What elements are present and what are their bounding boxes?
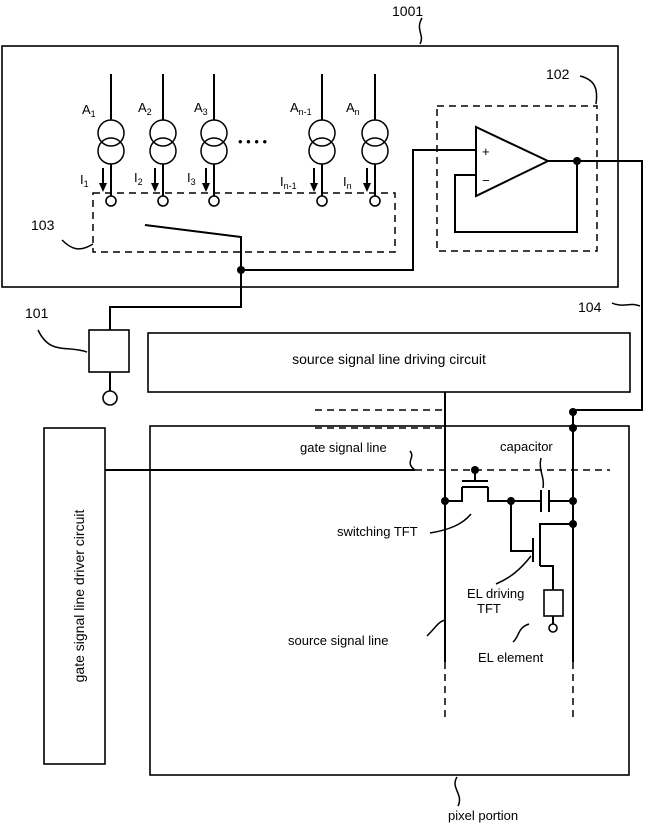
current-source-a2 xyxy=(150,74,176,206)
source-label-a2: A2 xyxy=(138,100,152,117)
source-label-a3: A3 xyxy=(194,100,208,117)
current-source-a1 xyxy=(98,74,124,206)
current-label-in-1: In-1 xyxy=(280,174,297,191)
ref-source-101-box xyxy=(89,330,129,372)
ref-1001: 1001 xyxy=(392,3,423,19)
opamp-output xyxy=(548,161,642,410)
ref-103: 103 xyxy=(31,217,55,233)
ref-104: 104 xyxy=(578,299,602,315)
leader-103 xyxy=(62,240,93,249)
el-element-label: EL element xyxy=(478,650,544,665)
capacitor-label: capacitor xyxy=(500,439,553,454)
source-label-an: An xyxy=(346,100,360,117)
switch-blade xyxy=(145,225,241,270)
pixel-portion-leader xyxy=(455,777,460,806)
gate-driver-label: gate signal line driver circuit xyxy=(71,510,87,683)
pixel-portion-label: pixel portion xyxy=(448,808,518,823)
opamp-output-dot xyxy=(573,157,581,165)
current-label-i3: I3 xyxy=(187,170,196,187)
current-source-a3 xyxy=(201,74,227,206)
current-source-an xyxy=(362,74,388,206)
opamp-feedback xyxy=(455,161,577,232)
current-label-in: In xyxy=(343,174,352,191)
leader-102 xyxy=(580,76,597,104)
leader-104 xyxy=(612,303,640,306)
el-element xyxy=(544,590,563,632)
ref-101: 101 xyxy=(25,305,49,321)
current-source-an-1 xyxy=(309,74,335,206)
source-signal-line-label: source signal line xyxy=(288,633,388,648)
wire-to-ref xyxy=(110,270,241,330)
source-label-an-1: An-1 xyxy=(290,100,312,117)
opamp-plus: + xyxy=(482,144,490,159)
leader-101 xyxy=(38,330,87,352)
ref-102: 102 xyxy=(546,66,570,82)
opamp-minus: − xyxy=(482,173,490,188)
pixel-portion-box xyxy=(150,426,629,775)
switching-tft xyxy=(441,470,541,505)
capacitor xyxy=(541,490,577,512)
el-driving-tft-label-2: TFT xyxy=(477,601,501,616)
ref-terminal xyxy=(103,391,117,405)
opamp-block-102 xyxy=(437,106,597,251)
el-driving-tft xyxy=(511,501,577,590)
switch-block-103 xyxy=(93,193,395,252)
switching-tft-label: switching TFT xyxy=(337,524,418,539)
gate-signal-line-label: gate signal line xyxy=(300,440,387,455)
el-driving-tft-label-1: EL driving xyxy=(467,586,524,601)
source-label-a1: A1 xyxy=(82,102,96,119)
current-label-i2: I2 xyxy=(134,170,143,187)
current-label-i1: I1 xyxy=(80,172,89,189)
ellipsis: • • • • xyxy=(238,134,267,149)
source-driver-label: source signal line driving circuit xyxy=(292,351,486,367)
leader-1001 xyxy=(419,18,422,44)
